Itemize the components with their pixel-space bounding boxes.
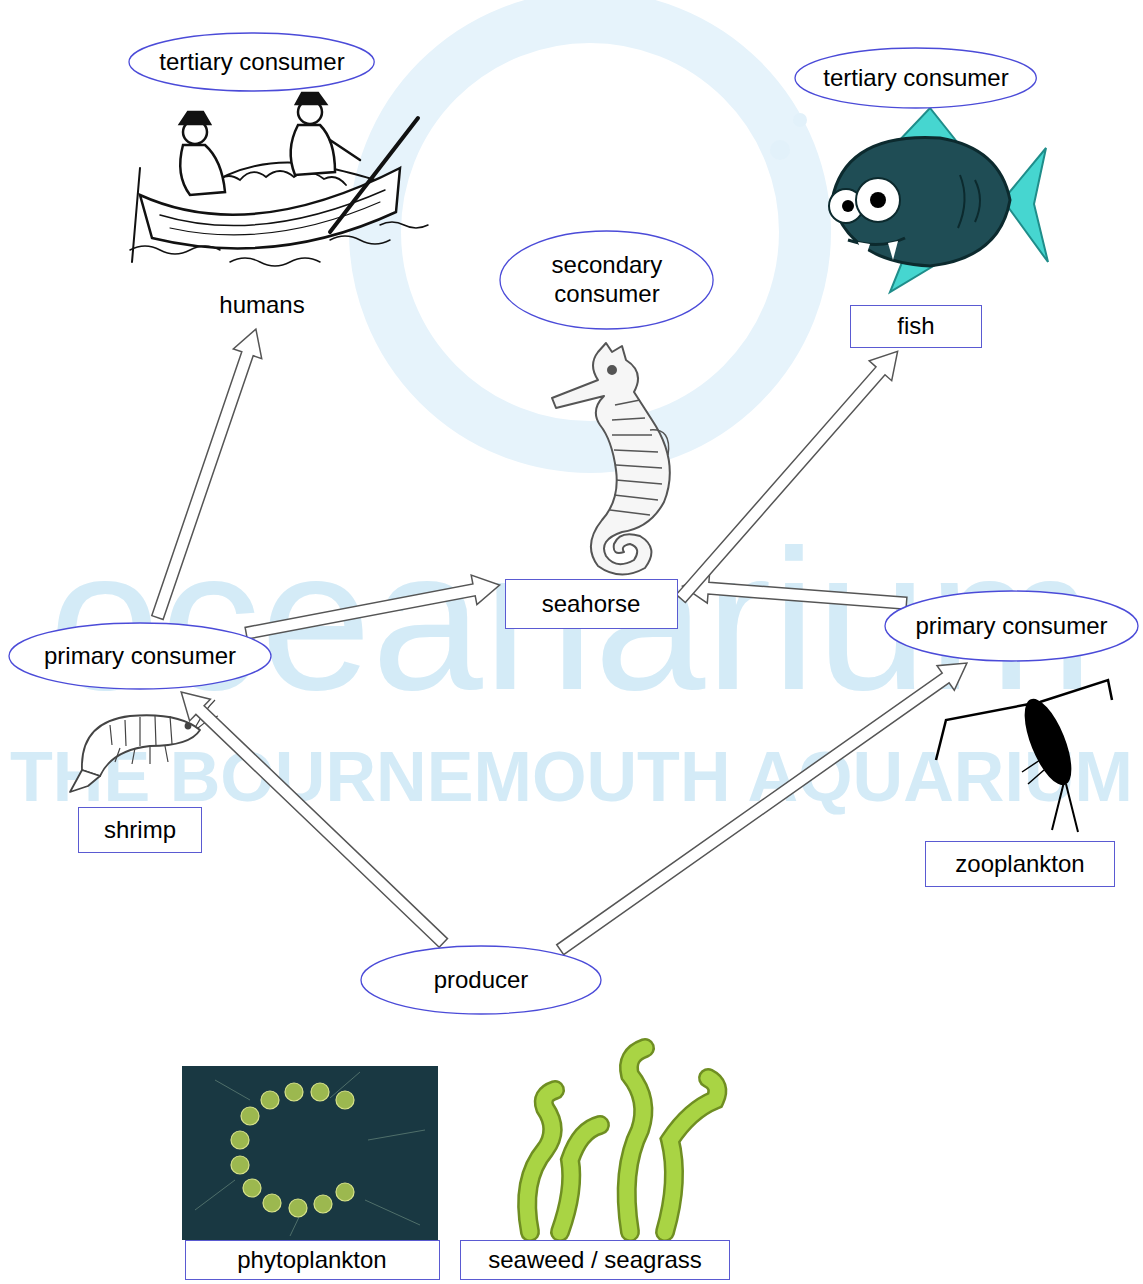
phytoplankton-photo	[182, 1066, 438, 1240]
block-arrow	[152, 329, 262, 619]
seahorse-illustration	[552, 343, 670, 575]
node-text: secondary consumer	[532, 251, 682, 309]
role-ellipse: tertiary consumer	[128, 32, 375, 92]
block-arrow	[245, 575, 500, 639]
role-ellipse: tertiary consumer	[794, 47, 1037, 109]
node-text: phytoplankton	[237, 1246, 386, 1275]
node-text: zooplankton	[955, 850, 1084, 879]
boat-illustration	[130, 93, 428, 266]
organism-box: phytoplankton	[185, 1240, 440, 1280]
seaweed-illustration	[527, 1048, 717, 1232]
block-arrow	[557, 663, 967, 955]
watermark-text: THE BOURNEMOUTH AQUARIUM	[10, 742, 1133, 812]
node-text: seahorse	[542, 590, 641, 619]
organism-box: fish	[850, 305, 982, 348]
organism-box: seahorse	[505, 579, 678, 629]
node-text: humans	[219, 291, 304, 320]
role-ellipse: primary consumer	[884, 590, 1139, 662]
organism-label: humans	[209, 286, 314, 325]
ellipse-shape	[795, 48, 1036, 108]
ellipse-shape	[361, 946, 601, 1014]
organism-box: shrimp	[78, 807, 202, 853]
role-ellipse: producer	[360, 945, 602, 1015]
block-arrow	[683, 573, 907, 609]
node-text: shrimp	[104, 816, 176, 845]
zooplankton-illustration	[936, 680, 1112, 832]
ellipse-shape	[129, 33, 374, 91]
block-arrow	[181, 692, 447, 947]
ellipse-shape	[9, 623, 271, 689]
node-text: primary consumer	[44, 642, 236, 671]
node-text: tertiary consumer	[159, 48, 344, 77]
fish-illustration	[829, 108, 1048, 292]
node-text: producer	[434, 966, 529, 995]
block-arrow	[676, 351, 897, 602]
logo-bubble	[793, 113, 807, 127]
node-text: tertiary consumer	[823, 64, 1008, 93]
role-ellipse: primary consumer	[8, 622, 272, 690]
logo-bubble	[770, 140, 790, 160]
role-ellipse: secondary consumer	[499, 230, 714, 330]
node-text: seaweed / seagrass	[488, 1246, 701, 1275]
organism-box: zooplankton	[925, 841, 1115, 887]
node-text: fish	[897, 312, 934, 341]
ellipse-shape	[500, 231, 713, 329]
ellipse-shape	[885, 591, 1138, 661]
organism-box: seaweed / seagrass	[460, 1240, 730, 1280]
node-text: primary consumer	[915, 612, 1107, 641]
